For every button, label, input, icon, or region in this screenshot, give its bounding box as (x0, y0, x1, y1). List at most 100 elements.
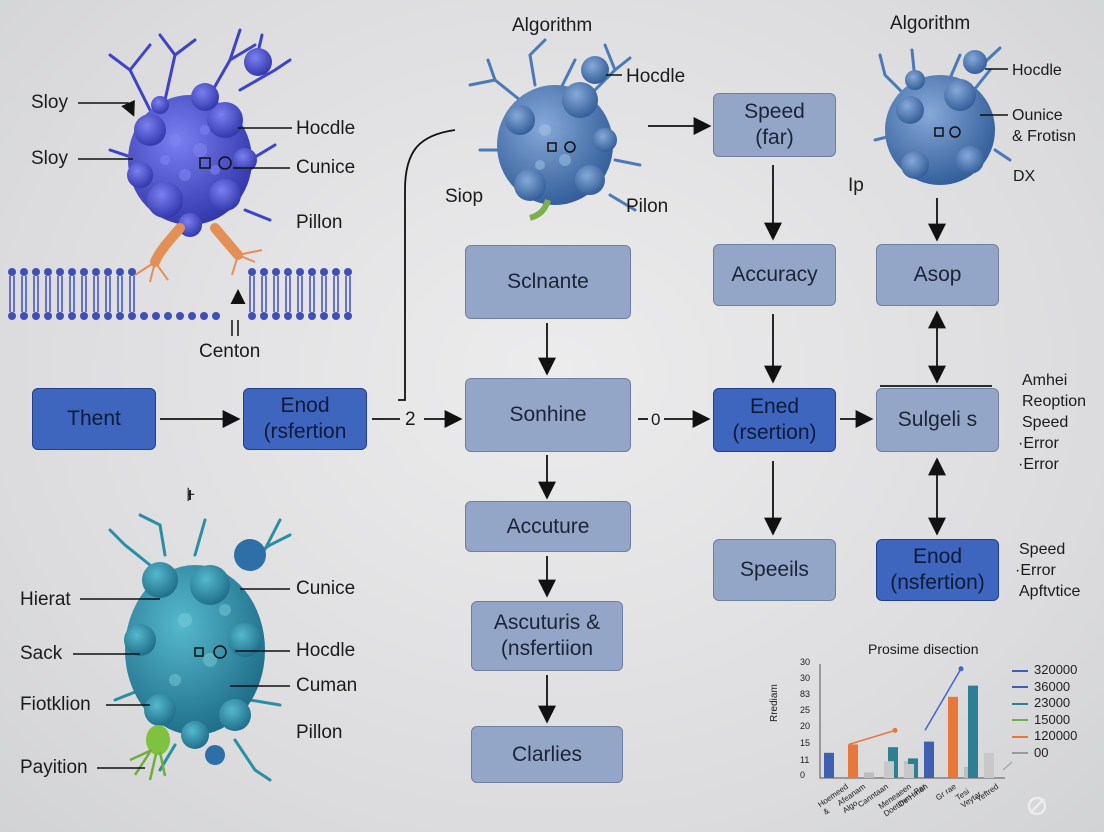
chart-trend-line (924, 668, 962, 731)
chart-y-tick: 30 (800, 657, 811, 667)
note-speed-1: Speed (1022, 414, 1069, 431)
label-cuman: Cuman (296, 675, 358, 696)
note-error-1: ·Error (1018, 435, 1059, 452)
legend-label: 120000 (1034, 728, 1078, 743)
connector-curve (398, 129, 456, 401)
label-sack: Sack (20, 643, 63, 664)
chart-bar (984, 752, 994, 778)
box-enod-right[interactable]: Enod (nsfertion) (876, 539, 999, 601)
chart-bar (884, 761, 894, 778)
box-ened[interactable]: Ened (rsertion) (713, 388, 836, 452)
label-hocdle-right: Hocdle (1012, 62, 1062, 79)
label-fiotklion: Fiotklion (20, 694, 91, 715)
box-clarlies[interactable]: Clarlies (471, 726, 623, 783)
chart-title: Prosime disection (868, 641, 979, 657)
box-accuracy[interactable]: Accuracy (713, 244, 836, 306)
protein-violet-icon (108, 28, 292, 283)
chart-y-tick: 0 (800, 770, 806, 780)
chart-legend-entry: 00 (1012, 745, 1048, 760)
box-speed-far[interactable]: Speed (far) (713, 93, 836, 157)
connector-label-0: 0 (651, 410, 661, 429)
label-ounice-frotisn: Ounice & Frotisn (1012, 107, 1077, 145)
label-siop: Siop (445, 186, 484, 207)
label-cunice-bl: Cunice (296, 578, 356, 599)
label-hocdle-bl: Hocdle (296, 640, 356, 661)
label-dx: DX (1013, 168, 1036, 185)
note-speed-2: Speed (1019, 541, 1066, 558)
legend-label: 23000 (1034, 695, 1071, 710)
title-algorithm-mid: Algorithm (512, 15, 593, 36)
chart-trend-point (958, 666, 964, 672)
connector-label-2: 2 (405, 409, 416, 430)
label-sloy-1: Sloy (31, 92, 68, 113)
chart-bar (948, 696, 958, 778)
label-pillon-tl: Pillon (296, 212, 343, 233)
box-accuture[interactable]: Accuture (465, 501, 631, 552)
chart-bar (904, 764, 914, 778)
legend-swatch (1012, 686, 1028, 689)
chart-legend-entry: 23000 (1012, 695, 1070, 710)
chart-legend-entry: 320000 (1012, 662, 1077, 677)
box-ascuturis[interactable]: Ascuturis & (nsfertiion (471, 601, 623, 671)
label-hocdle-tl: Hocdle (296, 118, 356, 139)
legend-swatch (1012, 669, 1028, 672)
chart-bar (848, 744, 858, 778)
legend-swatch (1012, 719, 1028, 722)
label-centon: Centon (199, 341, 261, 362)
chart-frame (819, 664, 1013, 779)
legend-swatch (1012, 702, 1028, 705)
label-hocdle-mid: Hocdle (626, 66, 686, 87)
label-pilon: Pilon (626, 196, 669, 217)
note-error-3: ·Error (1015, 562, 1056, 579)
chart-trend-line (848, 729, 896, 746)
label-payition: Payition (20, 757, 88, 778)
protein-teal-icon (108, 513, 292, 782)
box-sulgeli[interactable]: Sulgeli s (876, 388, 999, 452)
flow-arrows (160, 165, 992, 724)
chart-bar (968, 685, 978, 778)
box-enod-left[interactable]: Enod (rsfertion (243, 388, 367, 450)
chart-legend-entry: 15000 (1012, 712, 1070, 727)
membrane-bilayer (8, 268, 352, 336)
note-apftvtice: Apftvtice (1019, 583, 1081, 600)
label-hierat: Hierat (20, 589, 71, 610)
legend-label: 00 (1034, 744, 1049, 760)
chart-y-tick: 20 (800, 721, 811, 731)
chart-y-tick: 15 (800, 738, 811, 748)
note-error-2: ·Error (1018, 456, 1059, 473)
mark-glyph: ⊦ (186, 485, 196, 506)
chart-y-tick: 83 (800, 689, 811, 699)
chart-y-tick: 25 (800, 705, 811, 715)
chart-bar (864, 772, 874, 778)
legend-label: 320000 (1034, 662, 1078, 677)
legend-label: 15000 (1034, 711, 1071, 727)
label-ip: Ip (848, 175, 864, 196)
protein-blue-icon (468, 38, 642, 221)
grok-logo-icon (1027, 796, 1047, 816)
box-asop[interactable]: Asop (876, 244, 999, 306)
chart-bar (824, 752, 834, 778)
box-sonhine[interactable]: Sonhine (465, 378, 631, 452)
chart-trend-lines (848, 666, 964, 746)
box-speeils[interactable]: Speeils (713, 539, 836, 601)
chart-trend-point (892, 727, 898, 733)
legend-swatch (1012, 735, 1028, 738)
bottom-left-leaders (73, 588, 290, 769)
protein-steel-icon (873, 46, 1012, 185)
box-thent[interactable]: Thent (32, 388, 156, 450)
label-cunice-tl: Cunice (296, 157, 356, 178)
legend-swatch (1012, 752, 1028, 755)
label-sloy-2: Sloy (31, 148, 68, 169)
top-left-leaders (78, 99, 292, 170)
legend-label: 36000 (1034, 678, 1071, 694)
chart-y-tick: 11 (800, 755, 810, 765)
label-pillon-bl: Pillon (296, 722, 343, 743)
chart-ylabel: Rrediam (769, 684, 780, 722)
note-amhei: Amhei (1022, 372, 1068, 389)
title-algorithm-right: Algorithm (890, 13, 971, 34)
chart-legend-entry: 36000 (1012, 679, 1070, 694)
box-sclnante[interactable]: Sclnante (465, 245, 631, 319)
chart-plot-area (824, 685, 994, 778)
chart-y-tick: 30 (800, 673, 811, 683)
